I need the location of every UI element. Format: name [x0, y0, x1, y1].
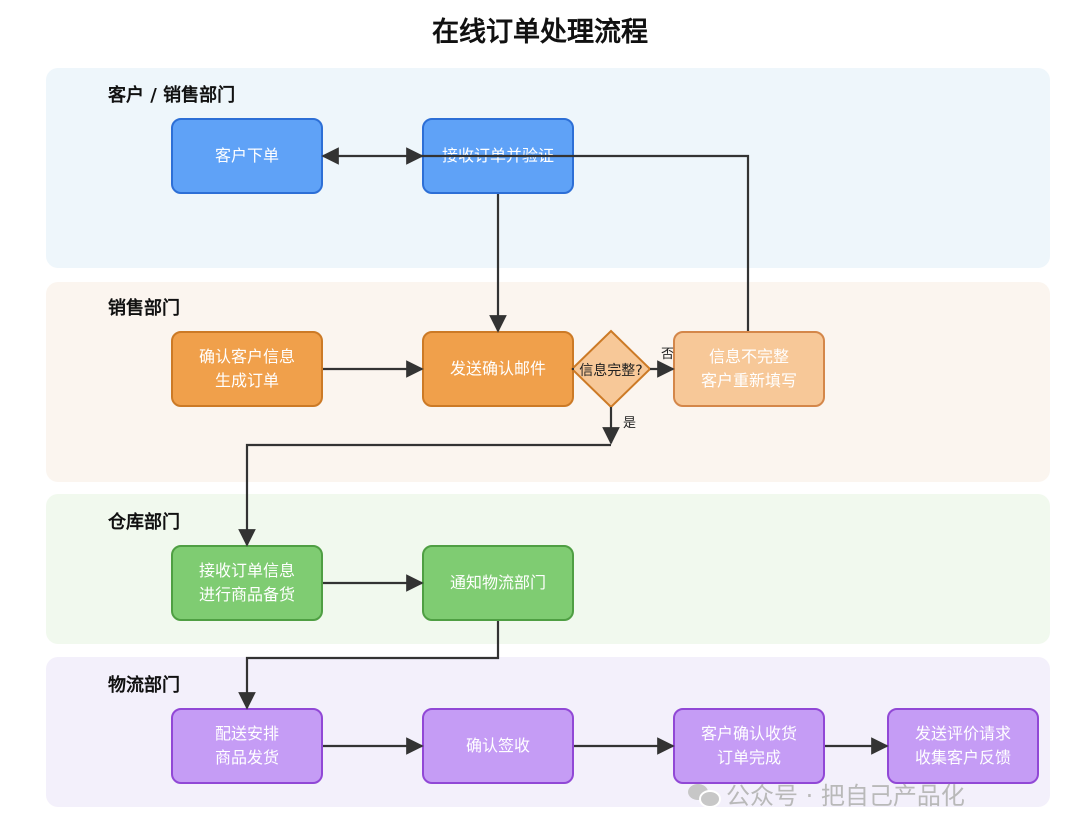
node-customer-order: 客户下单 [171, 118, 323, 194]
node-text: 发送确认邮件 [449, 359, 546, 378]
node-text: 收集客户反馈 [914, 748, 1011, 767]
node-info-incomplete: 信息不完整 客户重新填写 [673, 331, 825, 407]
edge-label-no: 否 [661, 347, 675, 362]
node-text: 商品发货 [214, 748, 279, 767]
watermark: 公众号 · 把自己产品化 [688, 776, 965, 811]
lane-label-warehouse: 仓库部门 [108, 512, 180, 533]
lane-label-customer-sales: 客户 / 销售部门 [108, 85, 236, 106]
node-text: 确认客户信息 [198, 347, 295, 366]
node-text: 订单完成 [716, 748, 781, 767]
edge-yes-to-warehouse [238, 443, 611, 547]
edge-label-yes: 是 [623, 416, 637, 431]
node-text: 配送安排 [214, 724, 279, 743]
node-text: 信息不完整 [708, 347, 789, 366]
node-text: 发送评价请求 [914, 724, 1011, 743]
node-notify-logistics: 通知物流部门 [422, 545, 574, 621]
node-send-review: 发送评价请求 收集客户反馈 [887, 708, 1039, 784]
node-customer-confirm: 客户确认收货 订单完成 [673, 708, 825, 784]
page-title: 在线订单处理流程 [432, 17, 648, 48]
node-text: 客户重新填写 [700, 371, 797, 390]
node-text: 确认签收 [465, 736, 530, 755]
node-confirm-info: 确认客户信息 生成订单 [171, 331, 323, 407]
lane-label-logistics: 物流部门 [108, 675, 180, 696]
watermark-text: 公众号 · 把自己产品化 [726, 782, 965, 810]
node-text: 进行商品备货 [198, 585, 295, 604]
edge-incomplete-feedback [420, 154, 750, 331]
node-text: 客户下单 [214, 146, 279, 165]
node-arrange-delivery: 配送安排 商品发货 [171, 708, 323, 784]
node-text: 通知物流部门 [449, 573, 546, 592]
edge-notify-to-delivery [238, 621, 500, 710]
node-confirm-sign: 确认签收 [422, 708, 574, 784]
node-text: 接收订单信息 [198, 561, 295, 580]
node-text: 生成订单 [214, 371, 279, 390]
wechat-icon [688, 782, 721, 808]
node-text: 客户确认收货 [700, 724, 797, 743]
lane-label-sales: 销售部门 [108, 298, 180, 319]
decision-label: 信息完整? [579, 363, 643, 379]
node-receive-stock: 接收订单信息 进行商品备货 [171, 545, 323, 621]
